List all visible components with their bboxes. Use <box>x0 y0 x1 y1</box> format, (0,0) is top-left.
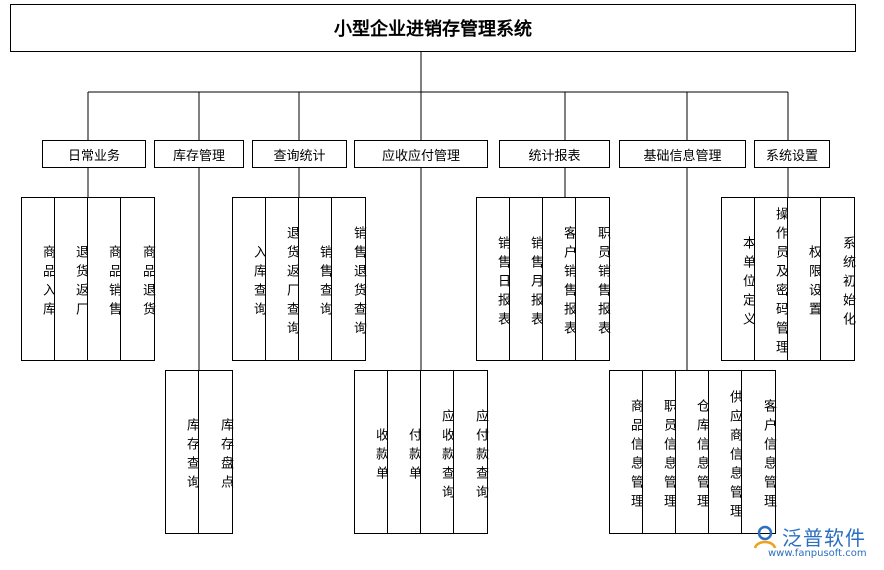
leaf-item: 系统初始化 <box>820 197 855 361</box>
category-daily-business: 日常业务 <box>42 140 146 168</box>
category-basic-info: 基础信息管理 <box>619 140 746 168</box>
leaf-item: 仓库信息管理 <box>675 370 709 534</box>
leaf-item: 销售退货查询 <box>331 197 366 361</box>
category-receivable-payable: 应收应付管理 <box>354 140 488 168</box>
leaf-item: 入库查询 <box>232 197 266 361</box>
watermark-name: 泛普软件 <box>782 526 866 550</box>
leaf-item: 收款单 <box>354 370 388 534</box>
watermark-logo: 泛普软件 www.fanpusoft.com <box>742 520 882 566</box>
leaf-item: 职员信息管理 <box>642 370 676 534</box>
leaf-item: 本单位定义 <box>721 197 755 361</box>
leaf-item: 供应商信息管理 <box>708 370 742 534</box>
leaf-item: 职员销售报表 <box>575 197 610 361</box>
leaf-item: 客户销售报表 <box>542 197 576 361</box>
leaf-item: 应付款查询 <box>453 370 488 534</box>
leaf-item: 商品信息管理 <box>609 370 643 534</box>
leaf-item: 销售日报表 <box>476 197 510 361</box>
leaf-item: 商品退货 <box>120 197 155 361</box>
leaf-item: 商品销售 <box>87 197 121 361</box>
leaf-item: 客户信息管理 <box>741 370 776 534</box>
leaf-item: 销售查询 <box>298 197 332 361</box>
leaf-item: 权限设置 <box>787 197 821 361</box>
leaf-item: 退货返厂查询 <box>265 197 299 361</box>
leaf-item: 退货返厂 <box>54 197 88 361</box>
logo-icon <box>753 525 777 549</box>
leaf-item: 应收款查询 <box>420 370 454 534</box>
leaf-item: 库存查询 <box>165 370 199 534</box>
watermark-url: www.fanpusoft.com <box>768 548 867 559</box>
leaf-item: 库存盘点 <box>198 370 233 534</box>
category-inventory: 库存管理 <box>154 140 244 168</box>
category-query-stats: 查询统计 <box>252 140 347 168</box>
leaf-item: 销售月报表 <box>509 197 543 361</box>
category-reports: 统计报表 <box>499 140 610 168</box>
leaf-item: 操作员及密码管理 <box>754 197 788 361</box>
page-title: 小型企业进销存管理系统 <box>10 4 856 52</box>
category-system-settings: 系统设置 <box>754 140 830 168</box>
leaf-item: 商品入库 <box>21 197 55 361</box>
leaf-item: 付款单 <box>387 370 421 534</box>
